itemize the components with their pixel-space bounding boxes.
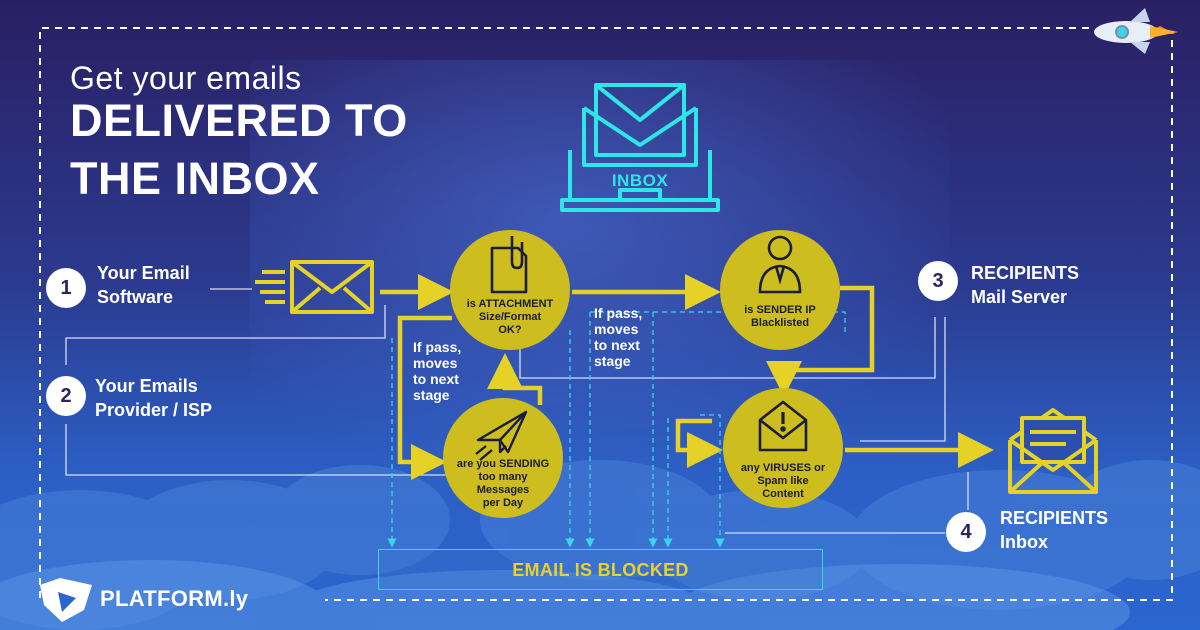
warning-envelope-icon [758,400,808,452]
cloud-layer-front [0,560,1130,630]
inbox-icon [560,83,720,212]
step-3-badge: 3 [918,261,958,301]
connector-lines [65,288,969,534]
step-3-label: RECIPIENTS Mail Server [971,263,1080,307]
email-blocked-box [378,549,823,590]
frame-border-right [325,40,1173,601]
document-clip-icon [490,236,528,294]
pass-label-middle: If pass, moves to next stage [594,305,643,369]
inbox-label: INBOX [611,171,669,190]
recipients-inbox-icon [1008,408,1098,494]
title-line-1: Get your emails [70,60,302,96]
step-2-label: Your Emails Provider / ISP [95,376,213,420]
step-1-label: Your Email Software [97,263,190,307]
email-blocked-label: EMAIL IS BLOCKED [512,560,689,580]
step-4-badge: 4 [946,512,986,552]
sending-node-label: are you SENDING too many Messages per Da… [456,458,550,509]
flow-arrows [380,274,994,480]
attachment-node-label: is ATTACHMENT Size/Format OK? [466,298,554,336]
user-icon [758,235,802,294]
step-1-badge: 1 [46,268,86,308]
viruses-node-label: any VIRUSES or Spam like Content [740,462,826,500]
title-line-3: THE INBOX [70,153,320,204]
step-2-badge: 2 [46,376,86,416]
sender-ip-node-label: is SENDER IP Blacklisted [744,304,816,329]
step-4-label: RECIPIENTS Inbox [1000,508,1109,552]
pass-label-left: If pass, moves to next stage [413,339,462,403]
paper-plane-icon [475,410,528,461]
sender-ip-node [720,230,840,350]
attachment-node [450,230,570,350]
sending-node [443,398,563,518]
platformly-logo-icon [40,578,92,622]
rocket-icon [1094,8,1178,54]
blocked-connectors [387,311,846,548]
title-line-2: DELIVERED TO [70,95,408,146]
email-software-icon [255,260,374,314]
brand-name: PLATFORM.ly [100,586,249,611]
viruses-node [723,388,843,508]
